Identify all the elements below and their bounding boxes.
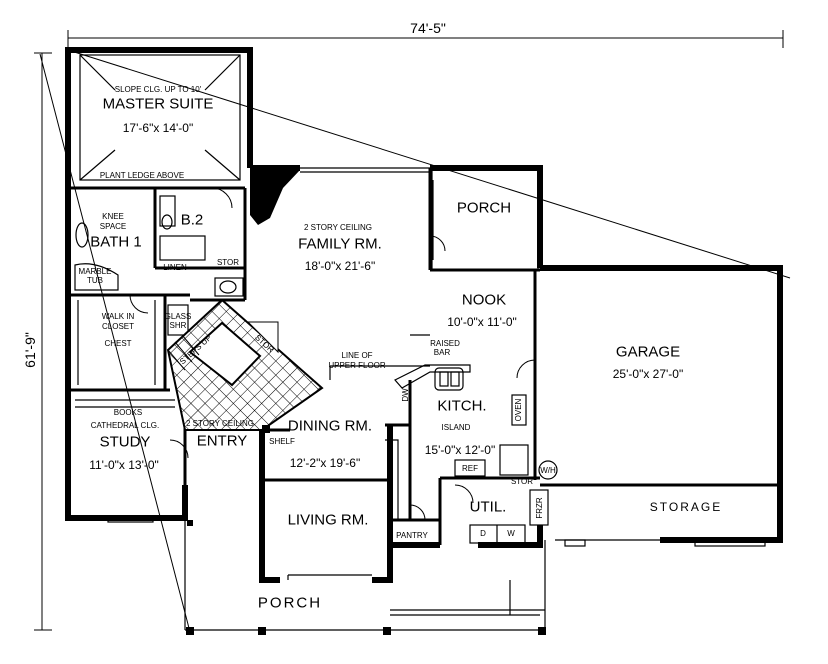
family-ceiling-label: 2 STORY CEILING: [303, 223, 373, 232]
line-of-label: LINE OF: [341, 351, 373, 360]
walk-in-label: WALK IN: [101, 312, 135, 321]
living-room-label: LIVING RM.: [287, 511, 369, 529]
closet-label: CLOSET: [101, 322, 135, 331]
front-porch-label: PORCH: [257, 594, 323, 612]
entry-label: ENTRY: [196, 432, 248, 450]
master-suite-label: MASTER SUITE: [102, 95, 214, 113]
family-room-size: 18'-0"x 21'-6": [304, 259, 376, 273]
freezer-label: FRZR: [535, 497, 544, 519]
fireplace: [250, 170, 300, 225]
entry-ceiling-label: 2 STORY CEILING: [185, 419, 255, 428]
study-ceiling-label: CATHEDRAL CLG.: [90, 421, 160, 430]
dimension-lines: [34, 30, 791, 633]
plant-ledge-note: PLANT LEDGE ABOVE: [99, 171, 185, 180]
dining-room-size: 12'-2"x 19'-6": [289, 456, 361, 470]
wh-label: W/H: [540, 466, 556, 475]
overall-width-label: 74'-5": [410, 20, 446, 36]
bar-label: BAR: [433, 348, 451, 357]
knee-label: KNEE: [102, 212, 124, 221]
glass-label: GLASS: [164, 312, 192, 321]
nook-size: 10'-0"x 11'-0": [447, 315, 517, 329]
master-suite-size: 17'-6"x 14'-0": [122, 121, 194, 135]
interior-walls: [68, 168, 780, 545]
ref-label: REF: [462, 464, 478, 473]
entry-floor: [166, 298, 324, 431]
kitchen-label: KITCH.: [437, 397, 487, 415]
utility-label: UTIL.: [469, 498, 507, 516]
tub-label: TUB: [87, 276, 103, 285]
space-label: SPACE: [99, 222, 127, 231]
dining-room-label: DINING RM.: [287, 417, 373, 435]
family-room-label: FAMILY RM.: [298, 235, 382, 253]
kitchen-stor-label: STOR: [510, 477, 534, 486]
island-label: ISLAND: [441, 423, 471, 432]
overall-depth-label: 61'-9": [22, 332, 38, 368]
dryer-label: D: [480, 529, 486, 538]
posts: [186, 425, 546, 635]
storage-label: STORAGE: [649, 500, 723, 514]
upper-floor-label: UPPER FLOOR: [328, 361, 386, 370]
pantry-label: PANTRY: [396, 531, 428, 540]
raised-label: RAISED: [430, 339, 460, 348]
master-ceiling-label: SLOPE CLG. UP TO 10': [114, 85, 202, 94]
oven-label: OVEN: [514, 398, 523, 422]
garage-label: GARAGE: [615, 343, 681, 361]
bath2-label: B.2: [180, 211, 204, 229]
kitchen-size: 15'-0"x 12'-0": [424, 443, 496, 457]
shelf-label: SHELF: [269, 437, 295, 446]
garage-size: 25'-0"x 27'-0": [612, 367, 684, 381]
bath1-label: BATH 1: [90, 233, 142, 251]
marble-label: MARBLE: [78, 267, 112, 276]
dw-label: DW: [401, 388, 410, 402]
books-label: BOOKS: [113, 408, 143, 417]
fixtures: [74, 54, 766, 631]
study-size: 11'-0"x 13'-0": [89, 458, 159, 472]
rear-porch-label: PORCH: [456, 199, 512, 217]
washer-label: W: [507, 529, 515, 538]
nook-label: NOOK: [461, 291, 507, 309]
shr-label: SHR: [169, 321, 187, 330]
study-label: STUDY: [99, 433, 151, 451]
stor-label-upper: STOR: [216, 258, 240, 267]
chest-label: CHEST: [104, 339, 132, 348]
linen-label: LINEN: [163, 263, 187, 272]
door-swings: [129, 187, 536, 521]
